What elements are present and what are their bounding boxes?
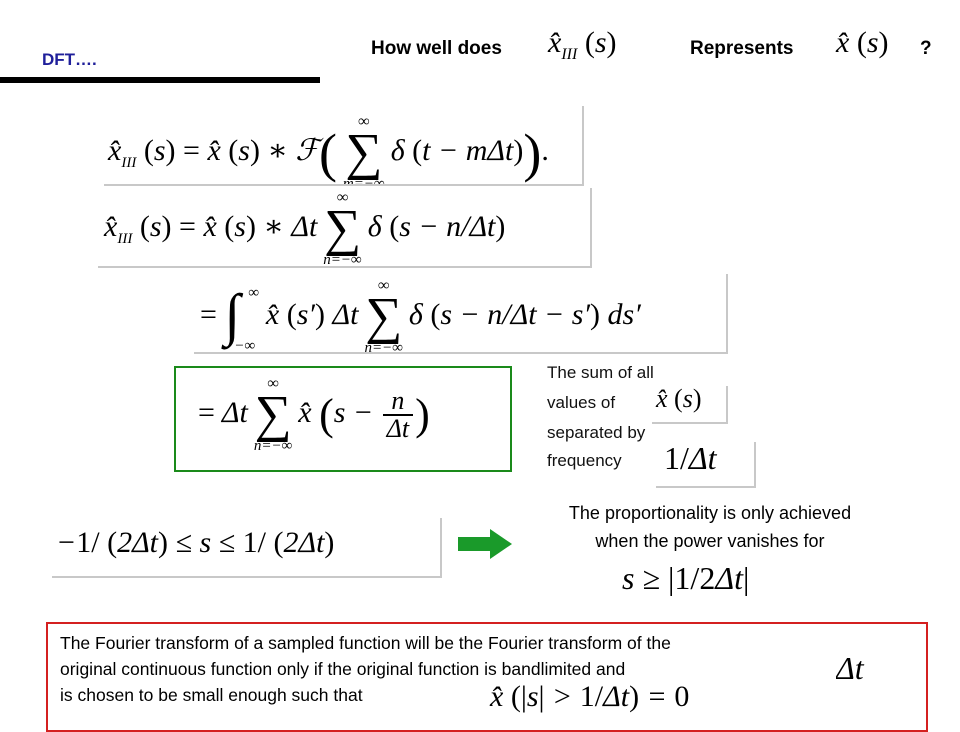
proportionality-line-2: when the power vanishes for [595,531,825,551]
conclusion-math-condition: x̂ (|s| > 1/Δt) = 0 [490,680,690,713]
side-note-line-4: frequency [547,451,622,470]
power-vanish-condition: s ≥ |1/2Δt| [622,560,750,596]
right-arrow-head [490,529,512,559]
conclusion-math-dt: Δt [836,650,864,686]
question-suffix: ? [920,38,932,59]
question-middle: Represents [690,38,794,59]
conclusion-line-1: The Fourier transform of a sampled funct… [60,633,671,653]
conclusion-line-2: original continuous function only if the… [60,659,626,679]
slide-title: DFT…. [42,50,97,69]
side-note-line-3: separated by [547,423,646,442]
header-math-x: x̂ (s) [836,26,889,59]
right-arrow-icon [458,537,490,551]
question-prefix: How well does [371,38,502,59]
title-underline [0,77,320,83]
side-note-line-2: values of [547,393,616,412]
side-math-x: x̂ (s) [650,384,726,422]
result-box [174,366,512,472]
proportionality-line-1: The proportionality is only achieved [568,503,852,523]
band-limit-equation: −1/ (2Δt) ≤ s ≤ 1/ (2Δt) [50,516,440,576]
equation-3: = ∫∞−∞ x̂ (s′) Δt∞∑n=−∞δ (s − n/Δt − s′)… [192,272,726,352]
conclusion-line-3: is chosen to be small enough such that [60,685,363,705]
equation-1: x̂III (s) = x̂ (s) ∗ ℱ(∞∑m=−∞δ (t − mΔt)… [102,104,582,184]
header-math-xiii: x̂III (s) [548,26,617,63]
side-math-inv-dt: 1/Δt [654,440,754,486]
equation-2: x̂III (s) = x̂ (s) ∗ Δt∞∑n=−∞δ (s − n/Δt… [96,186,590,266]
side-note-line-1: The sum of all [547,363,654,382]
